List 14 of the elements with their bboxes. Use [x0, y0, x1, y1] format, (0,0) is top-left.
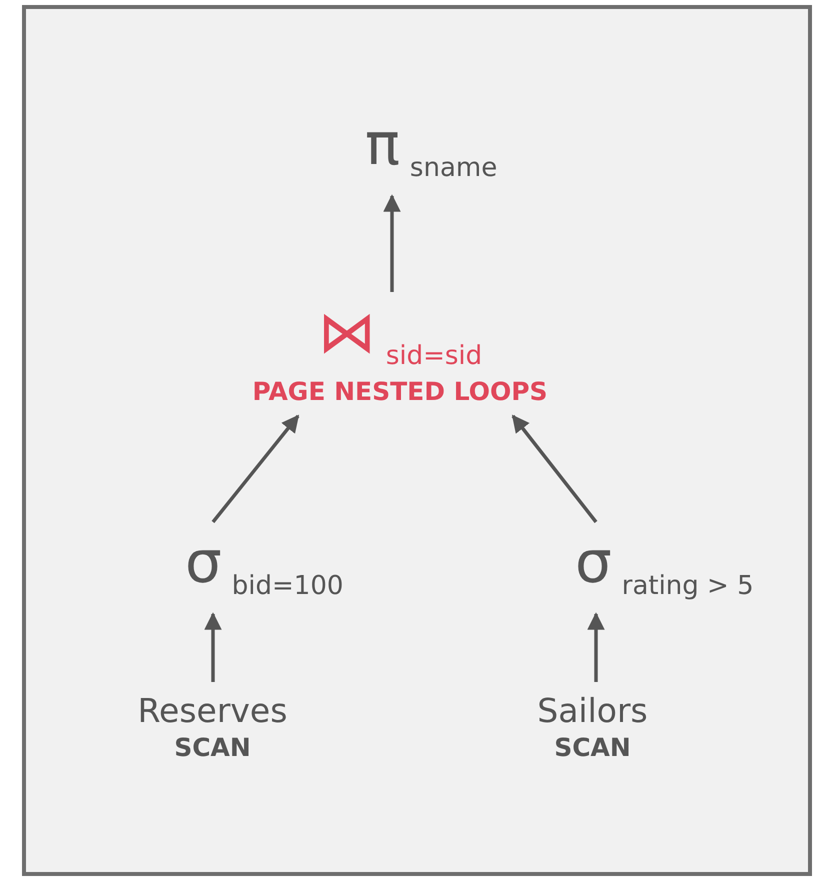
join-method-label: PAGE NESTED LOOPS [252, 376, 548, 408]
operator-label: σ$_{bid=100}$ [185, 530, 344, 603]
arrow [512, 414, 598, 524]
relation-name: Reserves [138, 690, 288, 732]
operator-label: ⋈$_{sid=sid}$ [318, 300, 482, 373]
access-method-label: SCAN [174, 732, 251, 764]
operator-label: σ$_{rating > 5}$ [575, 530, 754, 603]
access-method-label: SCAN [554, 732, 631, 764]
relation-name: Sailors [537, 690, 648, 732]
arrow [204, 612, 222, 682]
arrow [212, 414, 300, 524]
arrow [587, 612, 605, 682]
operator-label: π$_{sname}$ [365, 112, 498, 185]
arrow [383, 194, 401, 292]
